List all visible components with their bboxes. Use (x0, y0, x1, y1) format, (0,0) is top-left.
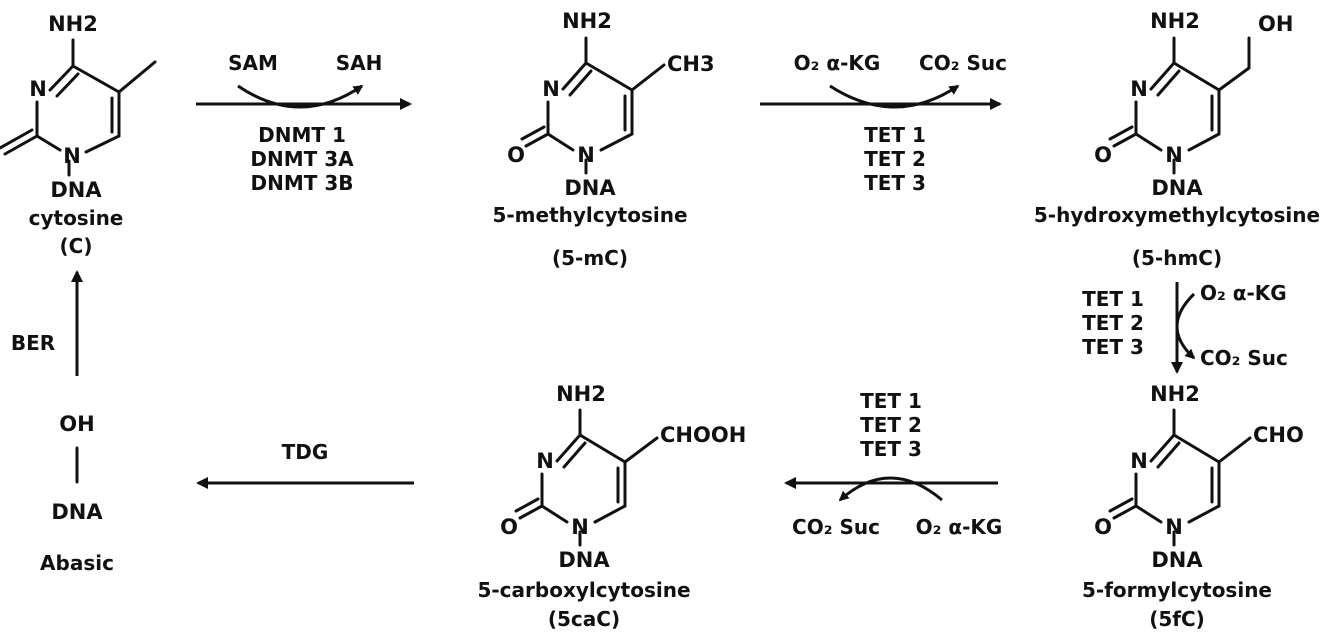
oxidation3-enzyme-1: TET 1 (860, 389, 922, 413)
5mc-name: 5-methylcytosine (492, 203, 687, 227)
oxidation1-cofactor-in: O₂ α-KG (794, 51, 881, 75)
oxidation1-enzyme-2: TET 2 (864, 147, 926, 171)
oxidation3-cofactor-in: O₂ α-KG (916, 515, 1003, 539)
5cac-dna-label: DNA (558, 548, 610, 572)
oxidation3-enzyme-2: TET 2 (860, 413, 922, 437)
5mc-amino-label: NH2 (562, 9, 612, 33)
step-repair: BER (11, 270, 83, 376)
cytosine-n3-label: N (29, 77, 47, 101)
step-excision: TDG (196, 440, 414, 489)
5mc-dna-label: DNA (564, 176, 616, 200)
methylation-cofactor-in: SAM (228, 51, 278, 75)
oxidation1-cofactor-arrow (829, 84, 960, 109)
methylation-enzyme-2: DNMT 3A (250, 147, 354, 171)
abasic-name: Abasic (40, 551, 114, 575)
cytosine-name: cytosine (29, 206, 124, 230)
5fc-ring (1108, 408, 1252, 547)
abasic-dna-label: DNA (51, 500, 103, 524)
5hmc-n1-label: N (1165, 143, 1183, 167)
abasic-site: OH DNA Abasic (40, 412, 114, 575)
molecule-5-carboxylcytosine: NH2 N N O CHOOH DNA 5-carboxylcytosine (… (477, 382, 746, 631)
5hmc-carbonyl-o-label: O (1094, 143, 1112, 167)
molecule-5-methylcytosine: NH2 N N O CH3 DNA 5-methylcytosine (5-mC… (492, 9, 714, 270)
5cac-ring (514, 408, 659, 547)
5hmc-hydroxyl-label: OH (1258, 12, 1293, 36)
5hmc-name: 5-hydroxymethylcytosine (1034, 203, 1320, 227)
oxidation3-cofactor-out: CO₂ Suc (792, 515, 880, 539)
oxidation2-enzyme-1: TET 1 (1082, 287, 1144, 311)
cytosine-dna-label: DNA (50, 178, 102, 202)
5cac-name: 5-carboxylcytosine (477, 578, 690, 602)
5fc-abbr: (5fC) (1149, 607, 1205, 631)
5fc-n3-label: N (1130, 449, 1148, 473)
step-oxidation-2: O₂ α-KG CO₂ Suc TET 1 TET 2 TET 3 (1082, 281, 1288, 374)
methylation-enzyme-3: DNMT 3B (250, 171, 353, 195)
5cac-carbonyl-o-label: O (500, 515, 518, 539)
5cac-abbr: (5caC) (548, 607, 620, 631)
5hmc-dna-label: DNA (1151, 176, 1203, 200)
5cac-amino-label: NH2 (556, 382, 606, 406)
5hmc-ring (1108, 36, 1251, 175)
oxidation3-enzyme-3: TET 3 (860, 437, 922, 461)
5hmc-amino-label: NH2 (1150, 9, 1200, 33)
5cac-n1-label: N (571, 515, 589, 539)
5mc-carbonyl-o-label: O (507, 143, 525, 167)
5fc-dna-label: DNA (1151, 548, 1203, 572)
methylation-cofactor-arrow (237, 84, 364, 109)
5fc-name: 5-formylcytosine (1082, 578, 1272, 602)
oxidation2-cofactor-arrow (1175, 292, 1196, 360)
cytosine-amino-label: NH2 (48, 12, 98, 36)
5hmc-n3-label: N (1130, 77, 1148, 101)
abasic-oh-label: OH (59, 412, 94, 436)
step-methylation: SAM SAH DNMT 1 DNMT 3A DNMT 3B (196, 51, 412, 195)
cytosine-abbr: (C) (60, 234, 93, 258)
5fc-carbonyl-o-label: O (1094, 515, 1112, 539)
molecule-cytosine: NH2 N N DNA cytosine (C) (0, 12, 157, 258)
molecule-5-formylcytosine: NH2 N N O CHO DNA 5-formylcytosine (5fC) (1082, 382, 1304, 631)
oxidation3-cofactor-arrow (838, 476, 943, 502)
oxidation2-enzyme-3: TET 3 (1082, 335, 1144, 359)
repair-enzyme-label: BER (11, 331, 55, 355)
5fc-formyl-label: CHO (1253, 423, 1304, 447)
oxidation2-cofactor-out: CO₂ Suc (1200, 346, 1288, 370)
molecule-5-hydroxymethylcytosine: NH2 N N O OH DNA 5-hydroxymethylcytosine… (1034, 9, 1320, 270)
oxidation2-cofactor-in: O₂ α-KG (1200, 281, 1287, 305)
5mc-ring (520, 36, 666, 175)
oxidation1-enzyme-1: TET 1 (864, 123, 926, 147)
5fc-amino-label: NH2 (1150, 382, 1200, 406)
cytosine-ring (0, 38, 157, 177)
5fc-n1-label: N (1165, 515, 1183, 539)
5hmc-abbr: (5-hmC) (1132, 246, 1222, 270)
methylation-cofactor-out: SAH (336, 51, 383, 75)
oxidation1-cofactor-out: CO₂ Suc (919, 51, 1007, 75)
excision-enzyme-label: TDG (282, 440, 329, 464)
oxidation2-enzyme-2: TET 2 (1082, 311, 1144, 335)
5mc-n3-label: N (542, 77, 560, 101)
5mc-abbr: (5-mC) (552, 246, 628, 270)
5cac-carboxyl-label: CHOOH (660, 423, 746, 447)
step-oxidation-1: O₂ α-KG CO₂ Suc TET 1 TET 2 TET 3 (760, 51, 1007, 195)
methylation-enzyme-1: DNMT 1 (258, 123, 346, 147)
5mc-n1-label: N (577, 143, 595, 167)
5mc-methyl-label: CH3 (667, 52, 715, 76)
step-oxidation-3: O₂ α-KG CO₂ Suc TET 1 TET 2 TET 3 (784, 389, 1003, 539)
oxidation1-enzyme-3: TET 3 (864, 171, 926, 195)
5cac-n3-label: N (536, 449, 554, 473)
cytosine-n1-label: N (63, 144, 81, 168)
